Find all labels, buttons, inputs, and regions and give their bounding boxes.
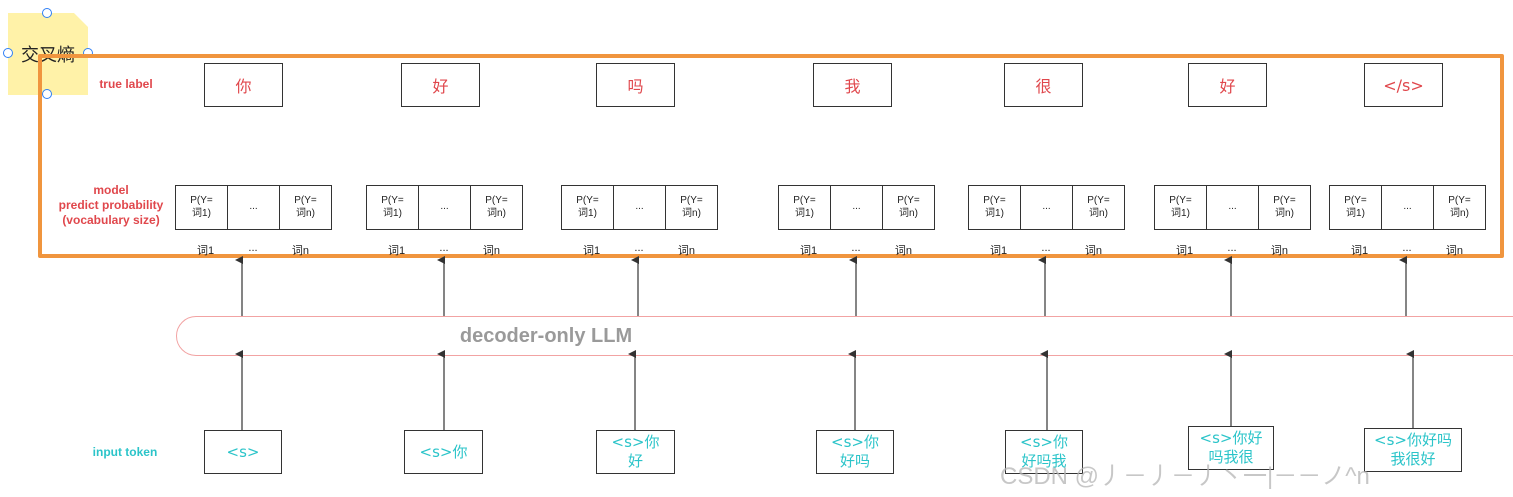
prob-group[interactable]: P(Y=词1) ... P(Y=词n) [561, 185, 718, 230]
true-label-box[interactable]: </s> [1364, 63, 1443, 107]
prob-cell-last: P(Y=词n) [279, 185, 332, 230]
prob-group[interactable]: P(Y=词1) ... P(Y=词n) [366, 185, 523, 230]
cross-entropy-frame [38, 54, 1504, 258]
prob-cell-first: P(Y=词1) [1329, 185, 1382, 230]
vocab-size-heading-line: (vocabulary size) [62, 213, 160, 227]
true-label-box[interactable]: 好 [1188, 63, 1267, 107]
predict-heading-line: predict probability [58, 198, 164, 212]
model-heading-line: model [93, 183, 129, 197]
prob-cell-last: P(Y=词n) [1433, 185, 1486, 230]
vocab-axis: 词1...词n [1176, 242, 1288, 257]
vocab-axis: 词1...词n [1351, 242, 1463, 257]
prob-cell-last: P(Y=词n) [1258, 185, 1311, 230]
input-token-box[interactable]: <s>你好吗我很 [1188, 426, 1274, 470]
csdn-watermark: CSDN @丿－丿－丿丶一|－－ノ^n [1000, 463, 1370, 490]
prob-cell-last: P(Y=词n) [665, 185, 718, 230]
input-token-heading: input token [92, 445, 158, 459]
resize-handle-top[interactable] [42, 8, 52, 18]
true-label-box[interactable]: 我 [813, 63, 892, 107]
true-label-box[interactable]: 吗 [596, 63, 675, 107]
input-token-box[interactable]: <s>你 [404, 430, 483, 474]
input-token-box[interactable]: <s>你好吗 [816, 430, 894, 474]
decoder-llm-block[interactable]: decoder-only LLM [176, 316, 1513, 356]
vocab-axis: 词1...词n [583, 242, 695, 257]
prob-group[interactable]: P(Y=词1) ... P(Y=词n) [1329, 185, 1486, 230]
prob-cell-last: P(Y=词n) [882, 185, 935, 230]
prob-cell-last: P(Y=词n) [1072, 185, 1125, 230]
prob-group[interactable]: P(Y=词1) ... P(Y=词n) [968, 185, 1125, 230]
decoder-llm-label: decoder-only LLM [459, 324, 633, 347]
true-label-box[interactable]: 你 [204, 63, 283, 107]
prob-cell-first: P(Y=词1) [1154, 185, 1207, 230]
sticky-note-fold [74, 13, 88, 27]
input-token-box[interactable]: <s>你好吗我很好 [1364, 428, 1462, 472]
prob-group[interactable]: P(Y=词1) ... P(Y=词n) [1154, 185, 1311, 230]
resize-handle-bottom[interactable] [42, 89, 52, 99]
prob-cell-middle: ... [1206, 185, 1259, 230]
prob-group[interactable]: P(Y=词1) ... P(Y=词n) [175, 185, 332, 230]
prob-cell-middle: ... [613, 185, 666, 230]
vocab-axis: 词1...词n [197, 242, 309, 257]
prob-cell-middle: ... [1020, 185, 1073, 230]
true-label-box[interactable]: 很 [1004, 63, 1083, 107]
input-token-box[interactable]: <s> [204, 430, 282, 474]
prob-cell-middle: ... [1381, 185, 1434, 230]
prob-cell-first: P(Y=词1) [561, 185, 614, 230]
true-label-heading: true label [99, 77, 153, 91]
true-label-box[interactable]: 好 [401, 63, 480, 107]
prob-cell-middle: ... [418, 185, 471, 230]
model-predict-heading: model predict probability (vocabulary si… [46, 183, 176, 228]
vocab-axis: 词1...词n [388, 242, 500, 257]
vocab-axis: 词1...词n [990, 242, 1102, 257]
resize-handle-left[interactable] [3, 48, 13, 58]
vocab-axis: 词1...词n [800, 242, 912, 257]
input-token-box[interactable]: <s>你好 [596, 430, 675, 474]
prob-cell-last: P(Y=词n) [470, 185, 523, 230]
prob-group[interactable]: P(Y=词1) ... P(Y=词n) [778, 185, 935, 230]
input-token-box[interactable]: <s>你好吗我 [1005, 430, 1083, 474]
prob-cell-first: P(Y=词1) [366, 185, 419, 230]
